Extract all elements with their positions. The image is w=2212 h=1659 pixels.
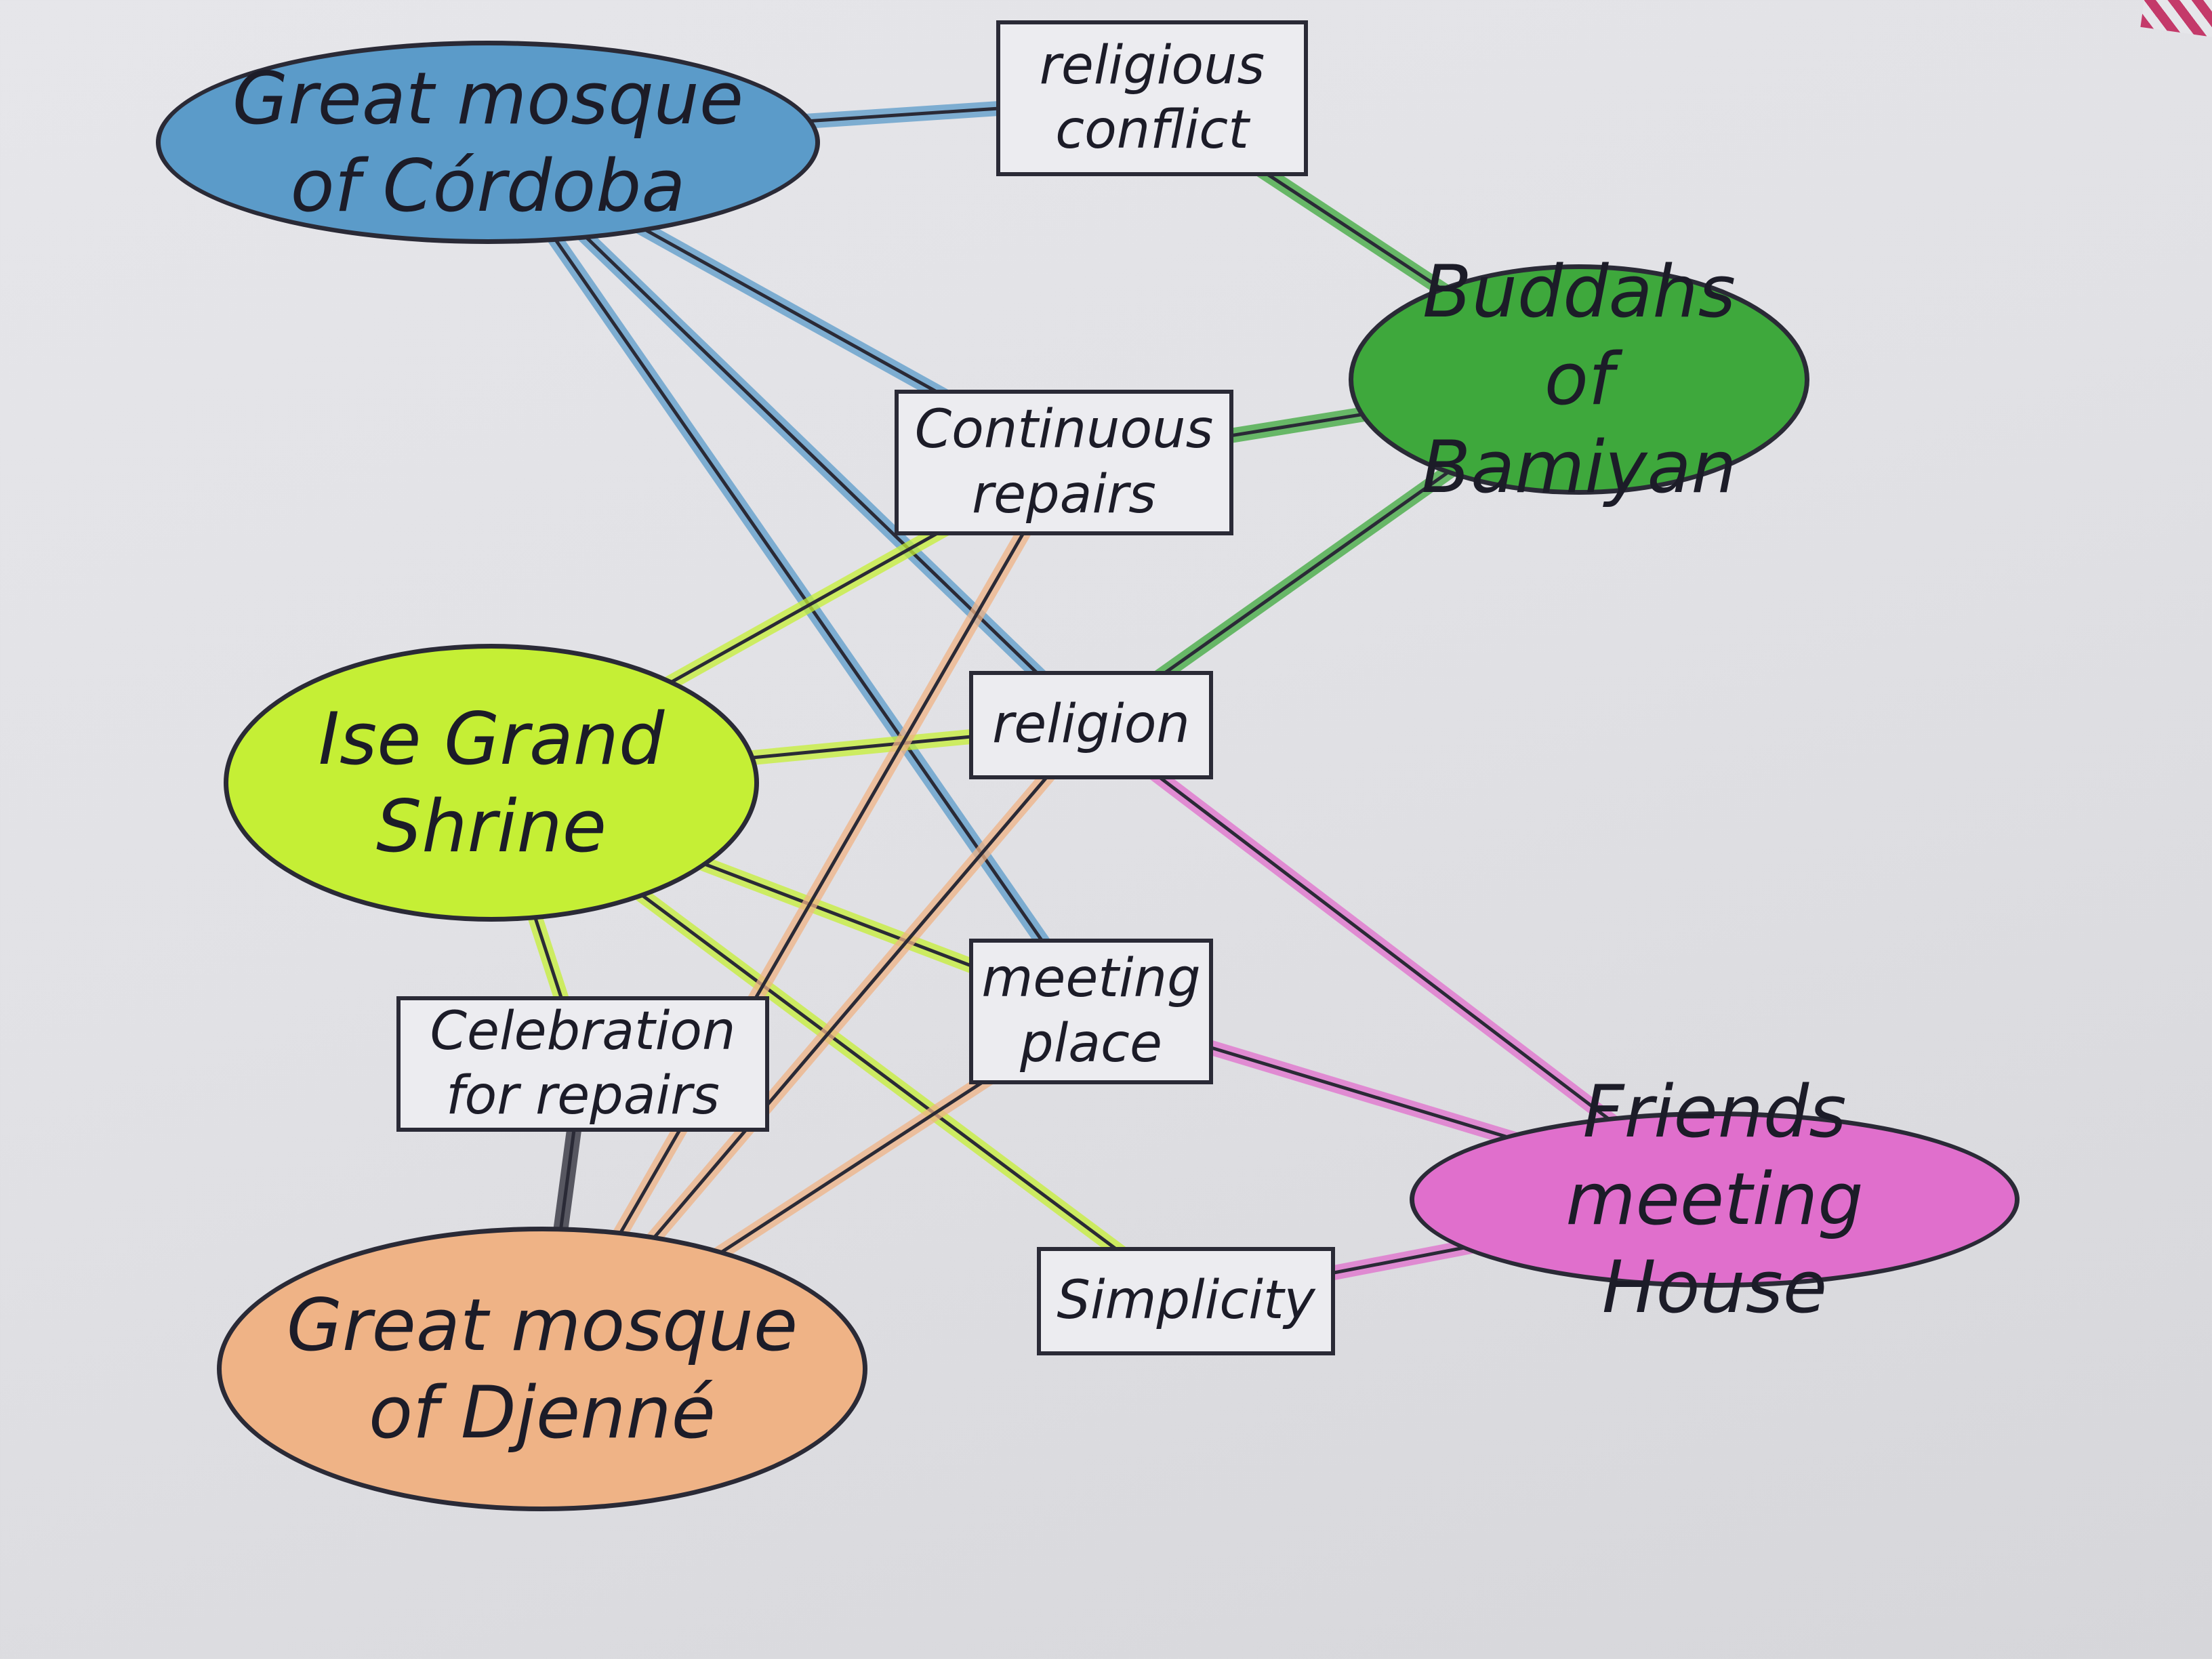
node-friends: Friends meeting House	[1410, 1070, 2020, 1329]
node-continuous-repairs: Continuous repairs	[895, 390, 1233, 535]
edge-cordoba-meeting	[486, 140, 1093, 1013]
node-bamiyan: Buddahs of Bamiyan	[1349, 250, 1809, 509]
node-religion: religion	[969, 671, 1213, 779]
node-label: Celebration for repairs	[430, 1000, 736, 1126]
node-label: meeting place	[981, 948, 1201, 1074]
node-label: Simplicity	[1057, 1270, 1315, 1332]
node-djenne: Great mosque of Djenné	[217, 1227, 867, 1511]
edge-djenne-repairs	[540, 461, 1066, 1371]
node-meeting-place: meeting place	[969, 939, 1213, 1084]
node-cordoba: Great mosque of Córdoba	[156, 41, 820, 244]
edge-cordoba-religion	[486, 140, 1093, 727]
node-celebration-for-repairs: Celebration for repairs	[396, 996, 769, 1132]
node-label: Ise Grand Shrine	[318, 697, 665, 868]
node-ise: Ise Grand Shrine	[224, 644, 759, 922]
node-label: Continuous repairs	[914, 399, 1214, 525]
node-label: Buddahs of Bamiyan	[1421, 250, 1737, 509]
node-simplicity: Simplicity	[1037, 1247, 1335, 1355]
node-label: religion	[992, 694, 1190, 756]
node-label: Friends meeting House	[1565, 1070, 1864, 1329]
node-label: Great mosque of Djenné	[286, 1283, 798, 1454]
node-label: religious conflict	[1039, 35, 1265, 161]
node-religious-conflict: religious conflict	[996, 20, 1308, 176]
node-label: Great mosque of Córdoba	[232, 56, 744, 228]
